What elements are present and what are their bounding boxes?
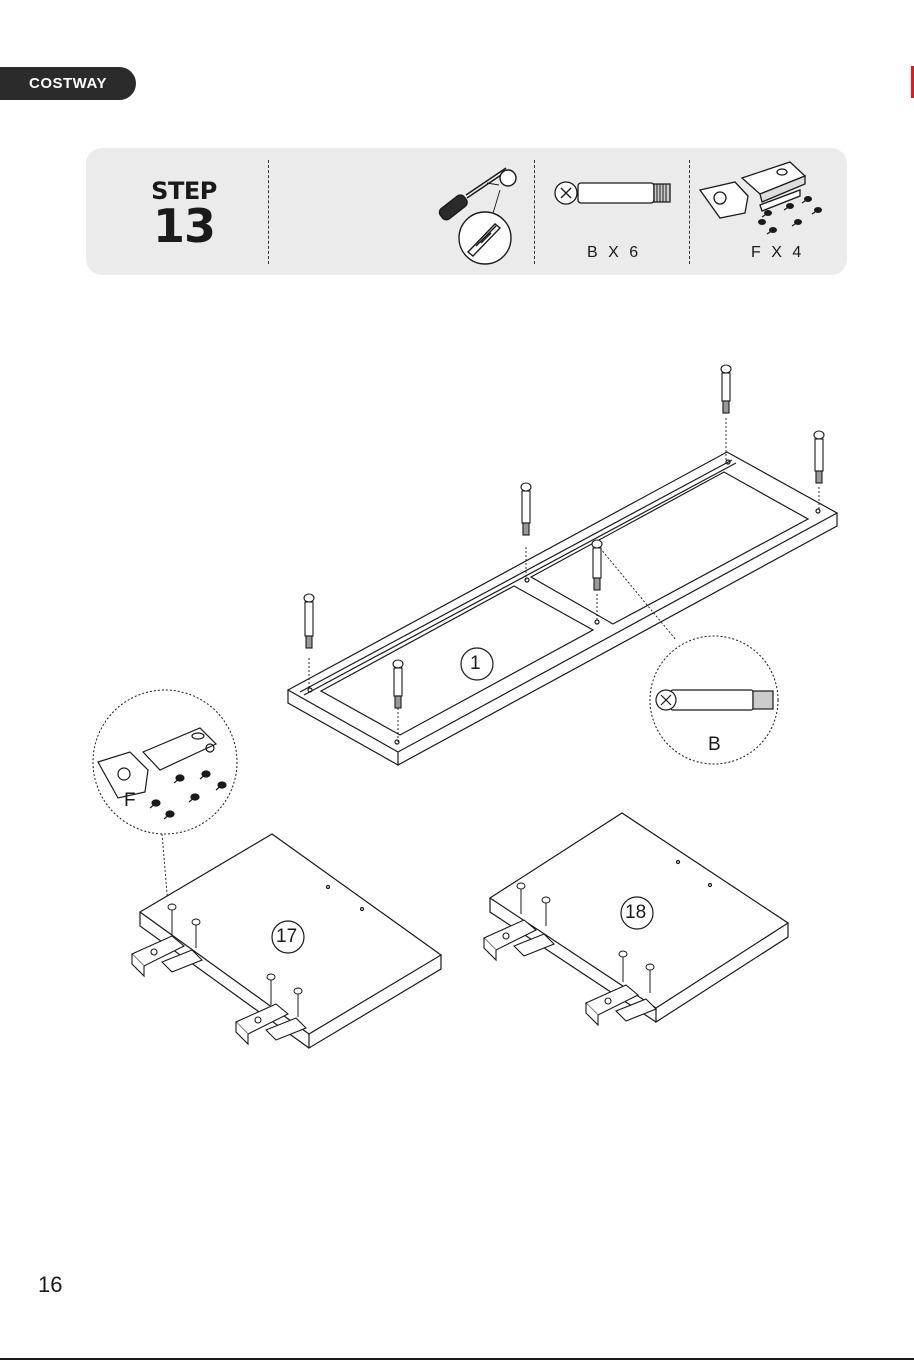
callout-f-label: F: [124, 790, 136, 812]
brand-logo: COSTWAY: [0, 67, 136, 100]
step-number: 13: [140, 199, 228, 253]
divider: [534, 160, 535, 264]
part-f-quantity: F X 4: [751, 244, 804, 262]
page-number: 16: [38, 1272, 62, 1298]
panel-17-label: 17: [276, 926, 297, 948]
divider: [689, 160, 690, 264]
part-b-quantity: B X 6: [587, 244, 641, 262]
panel-1-label: 1: [470, 653, 481, 675]
divider: [268, 160, 269, 264]
panel-18-label: 18: [625, 902, 646, 924]
callout-b-label: B: [708, 734, 721, 756]
footer-rule: [0, 1358, 914, 1360]
